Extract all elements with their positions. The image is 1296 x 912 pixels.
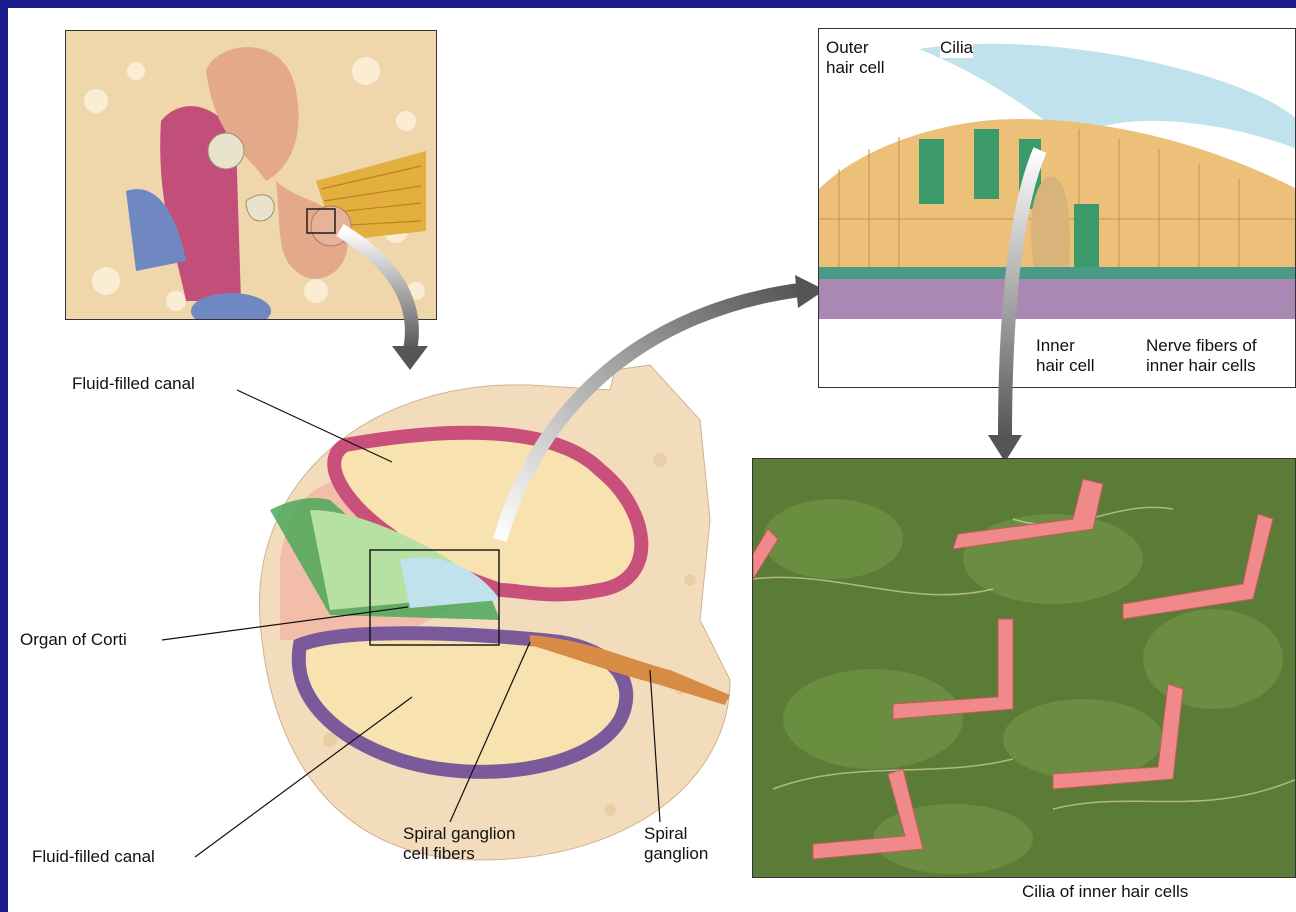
zoom-arrow-3 — [970, 120, 1070, 470]
label-nerve-fibers-inner-hair-cells: Nerve fibers of inner hair cells — [1146, 336, 1257, 376]
label-fluid-filled-canal-top: Fluid-filled canal — [72, 374, 195, 394]
label-inner-hair-cell: Inner hair cell — [1036, 336, 1095, 376]
sem-cilia-image — [753, 459, 1296, 878]
label-fluid-filled-canal-bottom: Fluid-filled canal — [32, 847, 155, 867]
label-spiral-ganglion: Spiral ganglion — [644, 824, 708, 864]
label-cilia-of-inner-hair-cells: Cilia of inner hair cells — [1022, 882, 1188, 902]
label-cilia: Cilia — [940, 38, 973, 58]
label-organ-of-corti: Organ of Corti — [20, 630, 127, 650]
label-spiral-ganglion-cell-fibers: Spiral ganglion cell fibers — [403, 824, 515, 864]
sem-micrograph-panel — [752, 458, 1296, 878]
label-outer-hair-cell: Outer hair cell — [826, 38, 885, 78]
